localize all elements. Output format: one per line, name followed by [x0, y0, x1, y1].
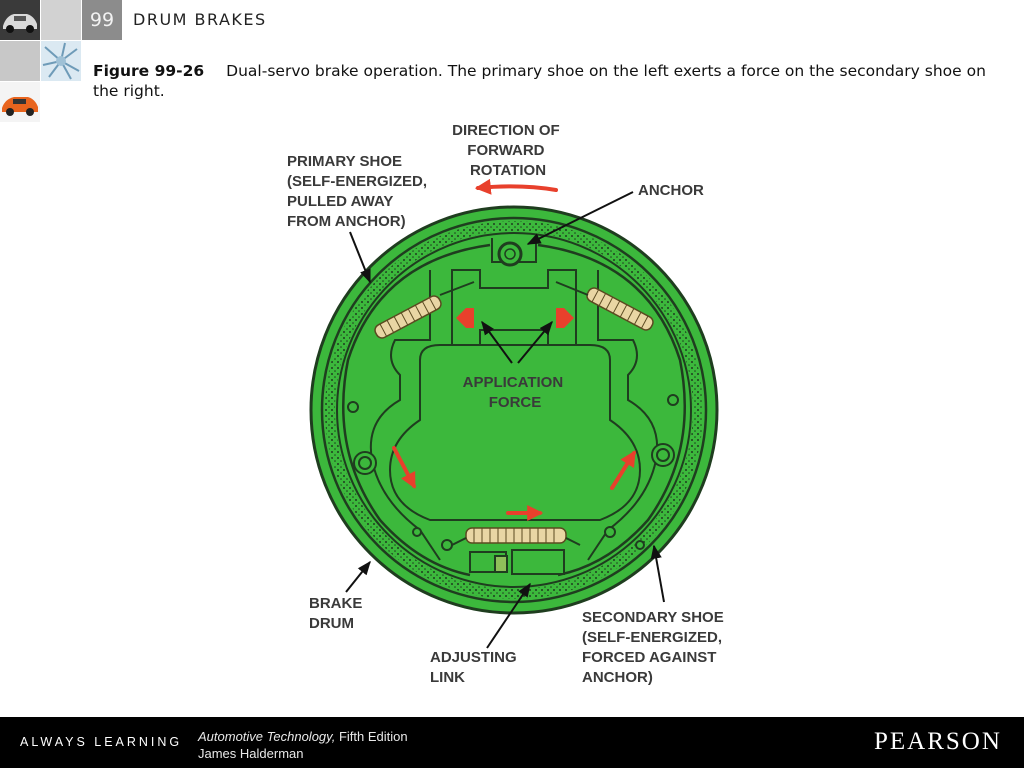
anchor-pin — [491, 238, 537, 267]
brake-drum-inner — [336, 232, 692, 588]
dual-servo-brake-diagram: DIRECTION OF FORWARD ROTATION ANCHOR PRI… — [287, 122, 728, 686]
turbine-thumbnail — [41, 41, 81, 81]
primary-shoe-web — [369, 270, 441, 561]
anchor-label: ANCHOR — [638, 182, 704, 199]
primary-shoe-label: PRIMARY SHOE (SELF-ENERGIZED, PULLED AWA… — [287, 153, 431, 230]
book-edition: Fifth Edition — [338, 729, 408, 744]
hold-down-pins — [347, 394, 679, 551]
footer-tagline: ALWAYS LEARNING — [20, 735, 183, 749]
book-title: Automotive Technology, — [198, 729, 336, 744]
book-author: James Halderman — [198, 746, 304, 761]
adjusting-link — [469, 549, 565, 575]
footer-bar: ALWAYS LEARNING Automotive Technology, F… — [0, 717, 1024, 768]
friction-lining — [325, 221, 703, 599]
chapter-number: 99 — [82, 0, 122, 40]
pearson-logo: PEARSON — [874, 728, 1002, 755]
secondary-shoe — [537, 243, 686, 577]
application-force-arrows — [456, 308, 574, 328]
retracting-spring-right — [555, 281, 654, 331]
secondary-shoe-web — [587, 270, 659, 561]
rotation-arrows — [392, 178, 636, 521]
brake-drum-label: BRAKE DRUM — [309, 595, 367, 632]
car-thumbnail-silver — [0, 0, 40, 40]
header-gray-block — [41, 0, 81, 40]
primary-shoe — [342, 243, 491, 577]
secondary-shoe-label: SECONDARY SHOE (SELF-ENERGIZED, FORCED A… — [582, 609, 728, 686]
adjusting-link-label: ADJUSTING LINK — [430, 649, 521, 686]
header-gray-block-2 — [0, 41, 40, 81]
leader-lines — [345, 191, 665, 649]
book-credit: Automotive Technology, Fifth Edition Jam… — [198, 728, 408, 762]
adjuster-spring — [451, 527, 581, 546]
figure-caption-text: Dual-servo brake operation. The primary … — [93, 62, 986, 100]
brake-drum-ring — [320, 216, 708, 604]
application-force-label: APPLICATION FORCE — [463, 374, 568, 411]
chapter-title: DRUM BRAKES — [133, 10, 267, 29]
center-cutout — [388, 344, 642, 521]
direction-label: DIRECTION OF FORWARD ROTATION — [452, 122, 564, 179]
car-thumbnail-orange — [0, 82, 40, 122]
retracting-spring-left — [374, 281, 475, 339]
figure-number: Figure 99-26 — [93, 62, 205, 80]
